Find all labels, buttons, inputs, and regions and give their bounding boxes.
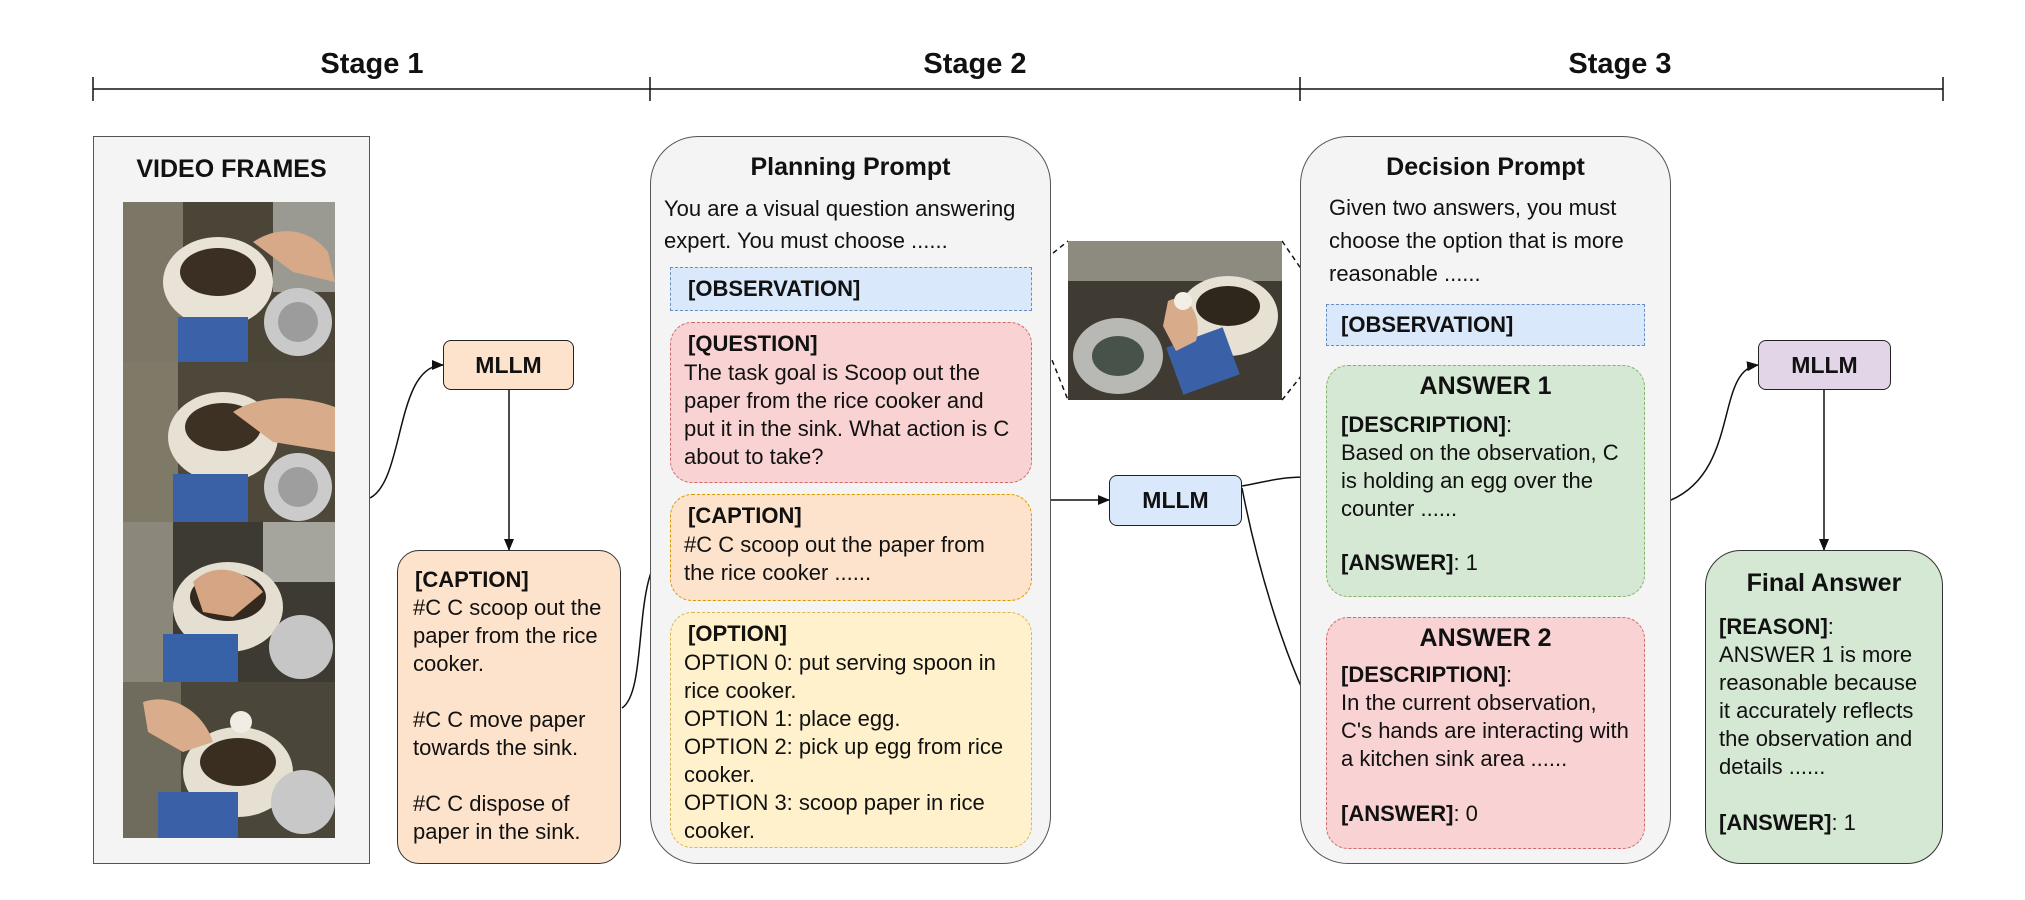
answer-1-line: counter ......: [1341, 496, 1458, 521]
caption-text: #C C scoop out the paper from the rice c…: [413, 594, 618, 846]
mllm-decider: MLLM: [1758, 340, 1891, 390]
final-answer-box: Final Answer [REASON]: ANSWER 1 is more …: [1705, 550, 1943, 864]
planning-observation-box: [OBSERVATION]: [670, 267, 1032, 311]
planning-intro: You are a visual question answering expe…: [664, 193, 1015, 257]
stage-2-label: Stage 2: [923, 48, 1027, 80]
answer-value: : 1: [1831, 810, 1856, 835]
caption-line: #C C dispose of: [413, 791, 570, 816]
planning-intro-line: You are a visual question answering: [664, 196, 1016, 221]
answer-value: : 0: [1453, 801, 1478, 826]
answer-1-line: is holding an egg over the: [1341, 468, 1593, 493]
planning-prompt-title: Planning Prompt: [750, 153, 951, 181]
reason-line: the observation and: [1719, 726, 1913, 751]
decision-observation-box: [OBSERVATION]: [1326, 304, 1645, 346]
reason-colon: :: [1827, 614, 1834, 639]
question-heading: [QUESTION]: [688, 331, 818, 356]
question-text: The task goal is Scoop out the paper fro…: [684, 359, 1009, 471]
observation-frame: [1068, 241, 1282, 400]
answer-label: [ANSWER]: [1719, 810, 1832, 835]
decision-intro-line: choose the option that is more: [1329, 228, 1624, 253]
decision-prompt-title: Decision Prompt: [1386, 153, 1585, 181]
answer-1-description: [DESCRIPTION]: Based on the observation,…: [1341, 411, 1646, 523]
caption-line: cooker.: [413, 651, 484, 676]
final-answer-value: [ANSWER]: 1: [1719, 809, 1856, 837]
caption-line: [413, 762, 618, 790]
option-heading: [OPTION]: [688, 621, 787, 646]
option-line: rice cooker.: [684, 678, 797, 703]
caption-line: [413, 678, 618, 706]
decision-intro: Given two answers, you must choose the o…: [1329, 191, 1624, 290]
caption-box: [CAPTION] #C C scoop out the paper from …: [397, 550, 621, 864]
option-text: OPTION 0: put serving spoon in rice cook…: [684, 649, 1003, 845]
option-line: cooker.: [684, 818, 755, 843]
arrow-frames-to-mllm: [369, 360, 444, 499]
answer-2-line: In the current observation,: [1341, 690, 1597, 715]
question-box: [QUESTION] The task goal is Scoop out th…: [670, 322, 1032, 483]
planning-caption-line: the rice cooker ......: [684, 560, 872, 585]
planning-intro-line: expert. You must choose ......: [664, 228, 948, 253]
description-label: [DESCRIPTION]: [1341, 662, 1506, 687]
planning-caption-text: #C C scoop out the paper from the rice c…: [684, 531, 985, 587]
option-line: OPTION 1: place egg.: [684, 706, 901, 731]
answer-label: [ANSWER]: [1341, 550, 1454, 575]
option-line: OPTION 0: put serving spoon in: [684, 650, 996, 675]
video-frame-3: [123, 522, 335, 682]
answer-2-title: ANSWER 2: [1419, 624, 1552, 652]
arrow-decision-to-mllm: [1670, 361, 1759, 501]
reason-line: ANSWER 1 is more: [1719, 642, 1913, 667]
description-colon: :: [1506, 412, 1513, 437]
planning-caption-box: [CAPTION] #C C scoop out the paper from …: [670, 494, 1032, 601]
answer-1-answer: [ANSWER]: 1: [1341, 549, 1478, 577]
answer-2-box: ANSWER 2 [DESCRIPTION]: In the current o…: [1326, 617, 1645, 849]
caption-line: paper from the rice: [413, 623, 598, 648]
final-reason: [REASON]: ANSWER 1 is more reasonable be…: [1719, 613, 1939, 781]
option-line: OPTION 2: pick up egg from rice: [684, 734, 1004, 759]
description-colon: :: [1506, 662, 1513, 687]
caption-heading: [CAPTION]: [415, 567, 529, 592]
answer-1-box: ANSWER 1 [DESCRIPTION]: Based on the obs…: [1326, 365, 1645, 597]
option-line: cooker.: [684, 762, 755, 787]
option-box: [OPTION] OPTION 0: put serving spoon in …: [670, 612, 1032, 848]
decision-observation-label: [OBSERVATION]: [1341, 312, 1514, 337]
mllm-captioner: MLLM: [443, 340, 574, 390]
question-line: The task goal is Scoop out the: [684, 360, 980, 385]
caption-line: #C C scoop out the: [413, 595, 602, 620]
answer-1-title: ANSWER 1: [1419, 372, 1552, 400]
reason-line: reasonable because: [1719, 670, 1918, 695]
option-line: OPTION 3: scoop paper in rice: [684, 790, 985, 815]
mllm-planner: MLLM: [1109, 475, 1242, 526]
answer-label: [ANSWER]: [1341, 801, 1454, 826]
caption-line: paper in the sink.: [413, 819, 581, 844]
description-label: [DESCRIPTION]: [1341, 412, 1506, 437]
answer-value: : 1: [1453, 550, 1478, 575]
question-line: put it in the sink. What action is C: [684, 416, 1010, 441]
reason-line: details ......: [1719, 754, 1826, 779]
reason-label: [REASON]: [1719, 614, 1828, 639]
question-line: paper from the rice cooker and: [684, 388, 984, 413]
decision-intro-line: Given two answers, you must: [1329, 195, 1617, 220]
question-line: about to take?: [684, 444, 824, 469]
answer-2-line: C's hands are interacting with: [1341, 718, 1629, 743]
answer-2-answer: [ANSWER]: 0: [1341, 800, 1478, 828]
video-frame-2: [123, 362, 335, 522]
zoom-line: [1031, 240, 1069, 271]
video-frames-title: VIDEO FRAMES: [136, 155, 327, 183]
caption-line: #C C move paper: [413, 707, 586, 732]
planning-caption-line: #C C scoop out the paper from: [684, 532, 985, 557]
caption-line: towards the sink.: [413, 735, 579, 760]
video-frame-1: [123, 202, 335, 362]
planning-observation-label: [OBSERVATION]: [688, 276, 861, 301]
answer-2-description: [DESCRIPTION]: In the current observatio…: [1341, 661, 1646, 773]
stage-3-label: Stage 3: [1568, 48, 1672, 80]
planning-caption-heading: [CAPTION]: [688, 503, 802, 528]
answer-1-line: Based on the observation, C: [1341, 440, 1619, 465]
reason-line: it accurately reflects: [1719, 698, 1914, 723]
stage-1-label: Stage 1: [320, 48, 424, 80]
video-frame-4: [123, 682, 335, 838]
final-answer-title: Final Answer: [1746, 569, 1902, 597]
answer-2-line: a kitchen sink area ......: [1341, 746, 1568, 771]
decision-intro-line: reasonable ......: [1329, 261, 1481, 286]
